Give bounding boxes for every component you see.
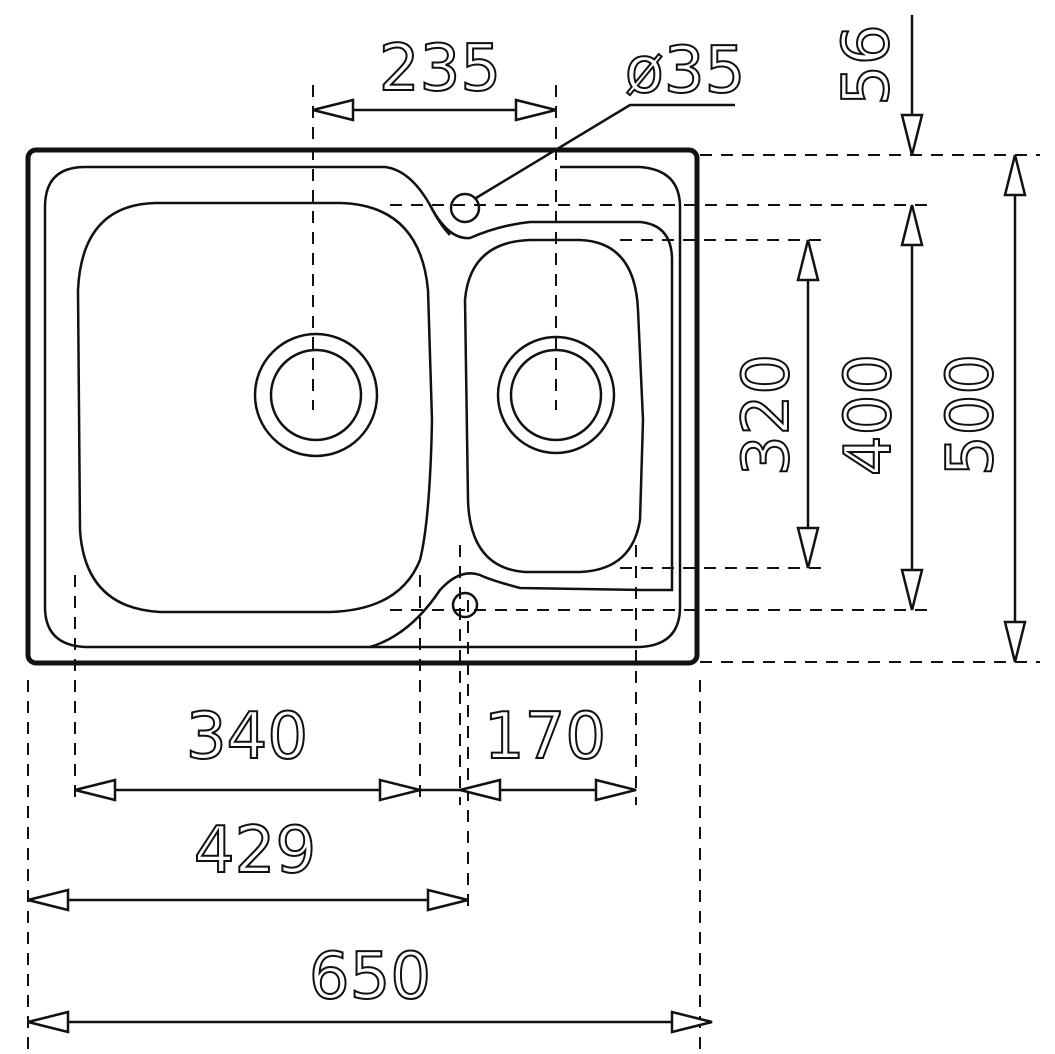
large-bowl [76, 201, 434, 614]
sink-rim-right [370, 165, 682, 649]
svg-text:320: 320 [730, 354, 804, 476]
sink-deck-outline [43, 165, 674, 649]
small-drain-outer [496, 335, 616, 455]
dimension-small-bowl-width: 170 [459, 699, 637, 802]
large-drain-inner [269, 348, 363, 442]
dimension-inner-depth: 400 [831, 204, 924, 611]
dimension-total-width: 650 [27, 939, 713, 1034]
dimension-small-bowl-depth: 320 [729, 239, 820, 569]
dimension-total-depth: 500 [933, 154, 1027, 663]
svg-text:650: 650 [309, 940, 431, 1014]
svg-text:340: 340 [186, 700, 308, 774]
svg-text:235: 235 [379, 32, 501, 106]
dimension-tap-offset: 56 [829, 15, 924, 156]
small-bowl [463, 238, 645, 574]
small-drain-inner [509, 348, 603, 442]
svg-text:170: 170 [484, 700, 606, 774]
svg-text:500: 500 [934, 354, 1008, 476]
overflow-hole [451, 591, 479, 619]
svg-text:ø35: ø35 [625, 34, 746, 108]
svg-text:56: 56 [830, 24, 904, 105]
svg-text:429: 429 [194, 814, 316, 888]
dimension-large-bowl-width: 340 [74, 699, 460, 802]
extension-lines [27, 85, 1040, 1050]
dimension-tap-hole: ø35 [475, 33, 746, 200]
large-drain-outer [253, 332, 379, 458]
tap-hole [449, 192, 481, 224]
svg-text:400: 400 [832, 354, 906, 476]
dimension-tap-center-from-left: 429 [27, 813, 469, 912]
sink-outer-edge [25, 147, 700, 666]
dimension-bowl-centers: 235 [312, 31, 557, 122]
